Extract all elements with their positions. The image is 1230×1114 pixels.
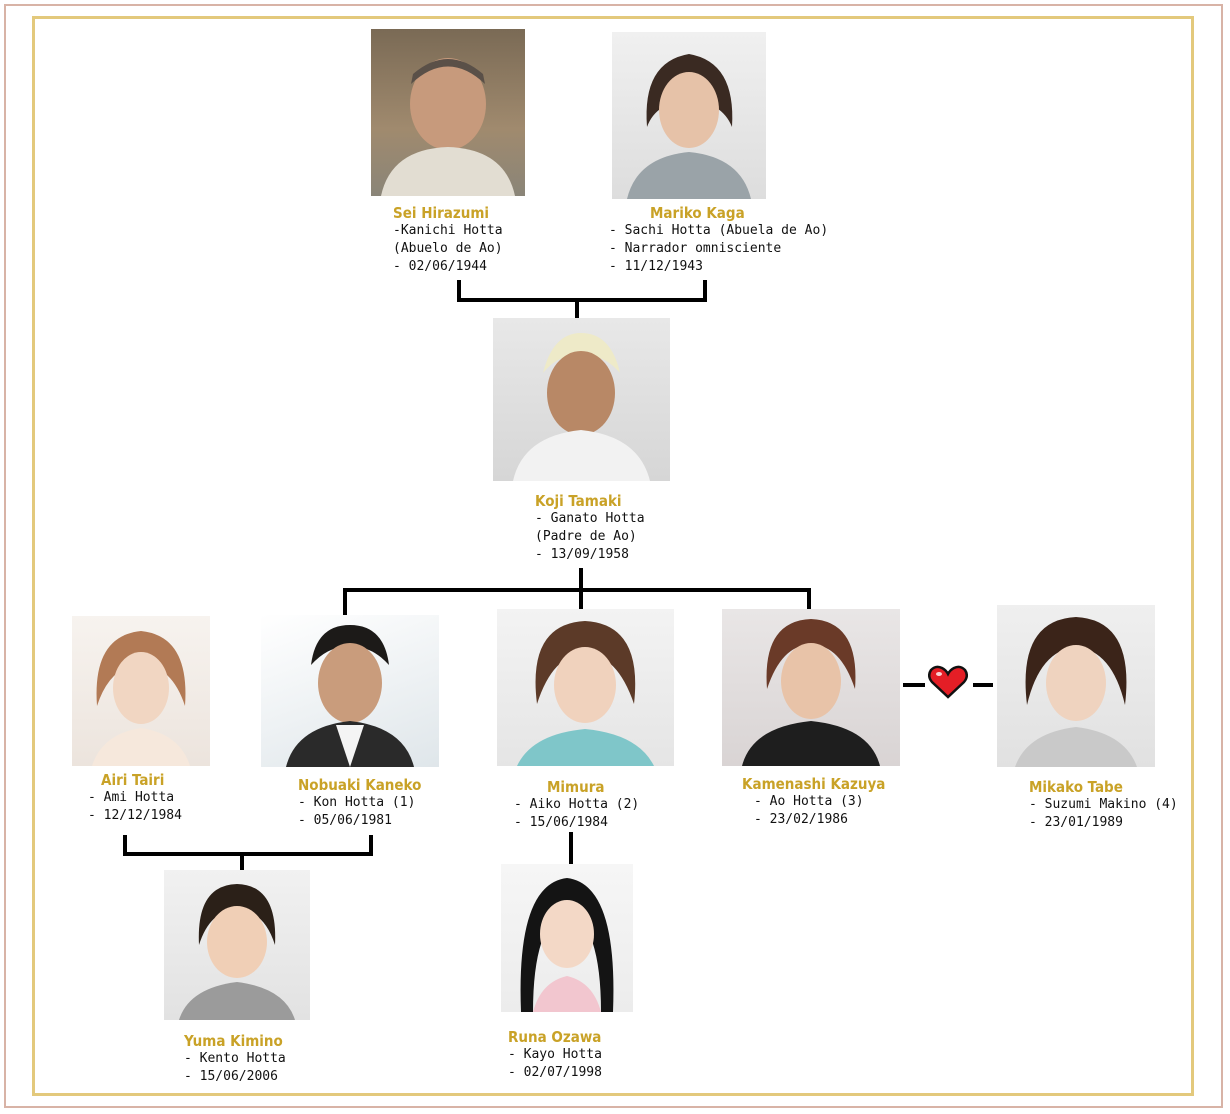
role-line: - Ao Hotta (3) [754, 794, 864, 809]
photo-yuma-kimino [164, 870, 310, 1020]
person-mariko-kaga: Mariko Kaga - Sachi Hotta (Abuela de Ao)… [609, 204, 828, 276]
person-sei-hirazumi: Sei Hirazumi -Kanichi Hotta (Abuelo de A… [393, 204, 503, 276]
birthdate-line: - 15/06/1984 [514, 815, 608, 830]
connector-to-kame [807, 588, 811, 609]
name-kamenashi-kazuya: Kamenashi Kazuya [742, 775, 886, 793]
name-mimura: Mimura [547, 778, 605, 796]
birthdate-line: - 05/06/1981 [298, 813, 392, 828]
connector-to-mimura [579, 588, 583, 609]
role-line: - Kayo Hotta [508, 1047, 602, 1062]
person-koji-tamaki: Koji Tamaki - Ganato Hotta (Padre de Ao)… [535, 492, 645, 564]
name-koji-tamaki: Koji Tamaki [535, 492, 622, 510]
role-line: - Ganato Hotta [535, 511, 645, 526]
photo-mimura [497, 609, 674, 766]
birthdate-line: - 02/06/1944 [393, 259, 487, 274]
birthdate-line: - 23/01/1989 [1029, 815, 1123, 830]
birthdate-line: - 11/12/1943 [609, 259, 703, 274]
person-mimura: Mimura - Aiko Hotta (2) - 15/06/1984 [514, 778, 639, 832]
connector-nobuaki [369, 835, 373, 856]
person-airi-tairi: Airi Tairi - Ami Hotta - 12/12/1984 [88, 771, 182, 825]
photo-mikako-tabe [997, 605, 1155, 767]
birthdate-line: - 23/02/1986 [754, 812, 848, 827]
person-mikako-tabe: Mikako Tabe - Suzumi Makino (4) - 23/01/… [1029, 778, 1178, 832]
connector-sei [457, 280, 461, 302]
heart-icon [928, 665, 968, 699]
photo-kamenashi-kazuya [722, 609, 900, 766]
connector-mariko [703, 280, 707, 302]
connector-airi [123, 835, 127, 856]
role-line: - Sachi Hotta (Abuela de Ao) [609, 223, 829, 238]
role-line: - Narrador omnisciente [609, 241, 782, 256]
person-yuma-kimino: Yuma Kimino - Kento Hotta - 15/06/2006 [184, 1032, 286, 1086]
birthdate-line: - 02/07/1998 [508, 1065, 602, 1080]
photo-runa-ozawa [501, 864, 633, 1012]
role-line: - Aiko Hotta (2) [514, 797, 640, 812]
person-runa-ozawa: Runa Ozawa - Kayo Hotta - 02/07/1998 [508, 1028, 602, 1082]
birthdate-line: - 15/06/2006 [184, 1069, 278, 1084]
connector-heart-mikako [973, 683, 993, 687]
role-line: - Kon Hotta (1) [298, 795, 416, 810]
connector-to-nobuaki [343, 588, 347, 615]
role-line: (Abuelo de Ao) [393, 241, 503, 256]
name-mariko-kaga: Mariko Kaga [650, 204, 745, 222]
name-airi-tairi: Airi Tairi [101, 771, 165, 789]
connector-to-koji [575, 298, 579, 318]
outer-frame [4, 4, 1223, 1108]
photo-nobuaki-kaneko [261, 615, 439, 767]
photo-mariko-kaga [612, 32, 766, 199]
role-line: - Kento Hotta [184, 1051, 286, 1066]
connector-children-bar [343, 588, 811, 592]
role-line: - Ami Hotta [88, 790, 175, 805]
person-nobuaki-kaneko: Nobuaki Kaneko - Kon Hotta (1) - 05/06/1… [298, 776, 421, 830]
connector-grandparents-bar [457, 298, 707, 302]
connector-couple-bar [123, 852, 373, 856]
connector-to-yuma [240, 852, 244, 870]
name-nobuaki-kaneko: Nobuaki Kaneko [298, 776, 422, 794]
birthdate-line: - 13/09/1958 [535, 547, 629, 562]
photo-sei-hirazumi [371, 29, 525, 196]
name-yuma-kimino: Yuma Kimino [184, 1032, 283, 1050]
birthdate-line: - 12/12/1984 [88, 808, 182, 823]
name-mikako-tabe: Mikako Tabe [1029, 778, 1123, 796]
connector-kame-heart [903, 683, 925, 687]
role-line: -Kanichi Hotta [393, 223, 503, 238]
inner-frame [32, 16, 1194, 1096]
connector-from-koji [579, 568, 583, 590]
connector-to-runa [569, 832, 573, 864]
name-runa-ozawa: Runa Ozawa [508, 1028, 602, 1046]
role-line: (Padre de Ao) [535, 529, 637, 544]
name-sei-hirazumi: Sei Hirazumi [393, 204, 490, 222]
photo-koji-tamaki [493, 318, 670, 481]
role-line: - Suzumi Makino (4) [1029, 797, 1178, 812]
person-kamenashi-kazuya: Kamenashi Kazuya - Ao Hotta (3) - 23/02/… [742, 775, 885, 829]
photo-airi-tairi [72, 616, 210, 766]
